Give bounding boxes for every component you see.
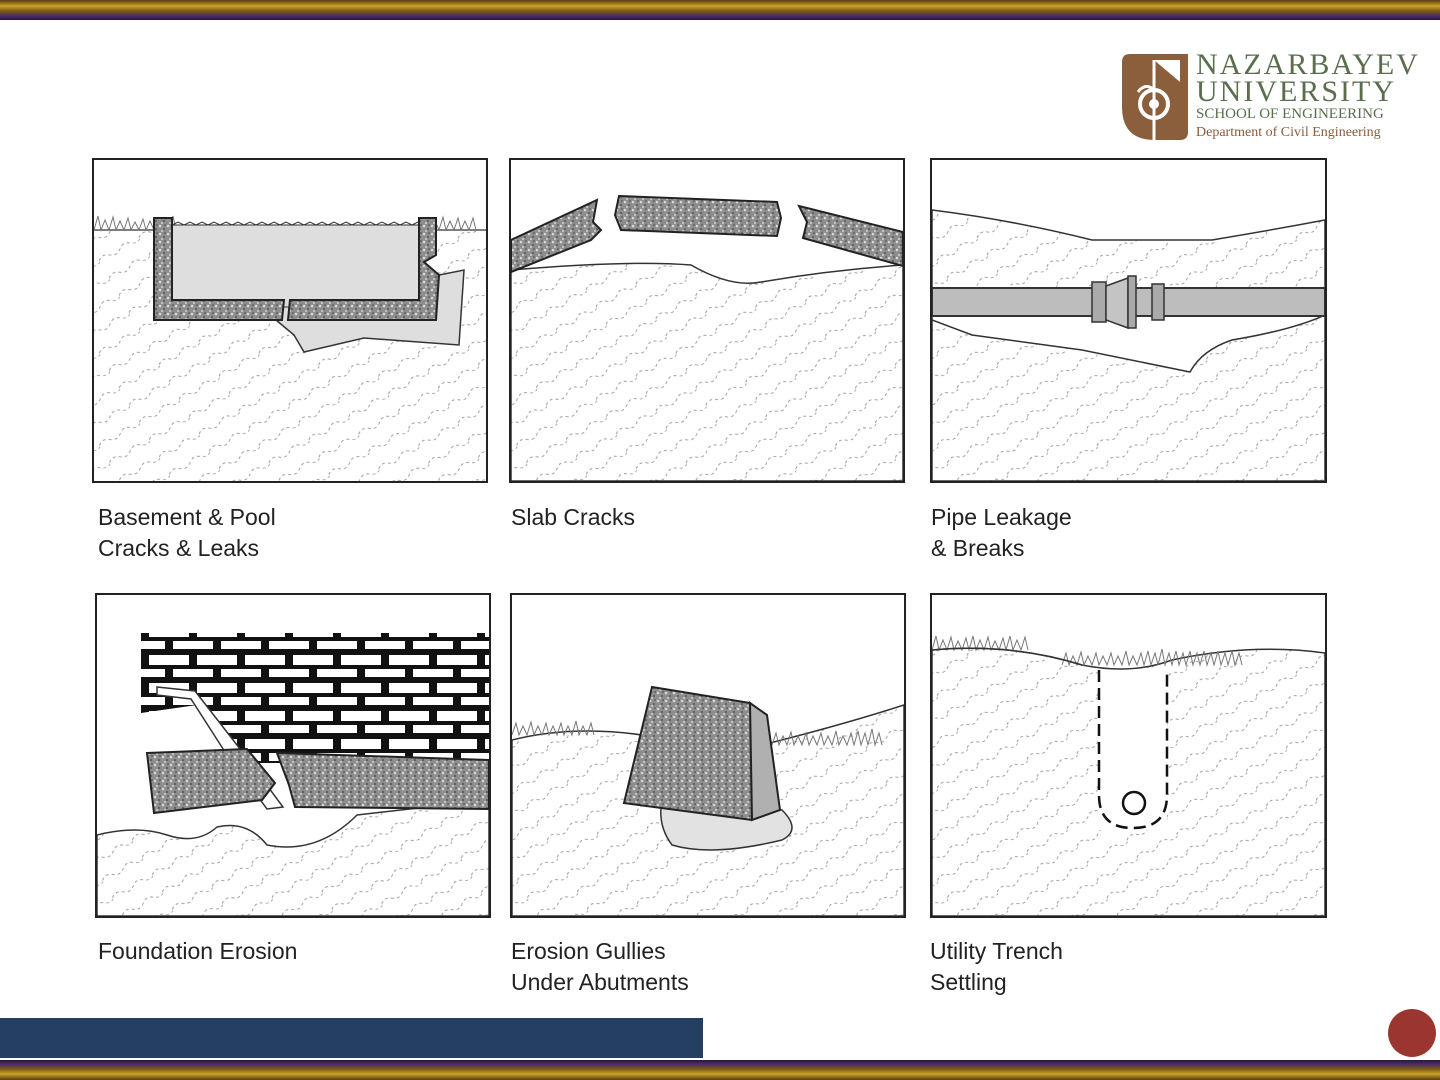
diagram-erosion-gullies	[510, 593, 906, 918]
diagram-foundation-erosion	[95, 593, 491, 918]
caption-erosion-gullies: Erosion Gullies Under Abutments	[511, 936, 689, 998]
diagram-slab-cracks	[509, 158, 905, 483]
page-indicator-dot	[1388, 1009, 1436, 1057]
caption-slab-cracks: Slab Cracks	[511, 502, 635, 533]
diagram-utility-trench	[930, 593, 1327, 918]
caption-foundation-erosion: Foundation Erosion	[98, 936, 297, 967]
logo-line-2: UNIVERSITY	[1196, 77, 1396, 107]
diagram-pipe-leakage	[930, 158, 1327, 483]
logo-line-4: Department of Civil Engineering	[1196, 125, 1381, 141]
bottom-decorative-band	[0, 1060, 1440, 1080]
university-logo: NAZARBAYEV UNIVERSITY SCHOOL OF ENGINEER…	[1120, 50, 1430, 145]
footer-bar	[0, 1018, 703, 1058]
diagram-basement-pool	[92, 158, 488, 483]
logo-line-3: SCHOOL OF ENGINEERING	[1196, 106, 1384, 122]
top-decorative-band	[0, 0, 1440, 20]
caption-basement-pool: Basement & Pool Cracks & Leaks	[98, 502, 276, 564]
university-emblem-icon	[1120, 52, 1190, 142]
caption-pipe-leakage: Pipe Leakage & Breaks	[931, 502, 1072, 564]
caption-utility-trench: Utility Trench Settling	[930, 936, 1063, 998]
